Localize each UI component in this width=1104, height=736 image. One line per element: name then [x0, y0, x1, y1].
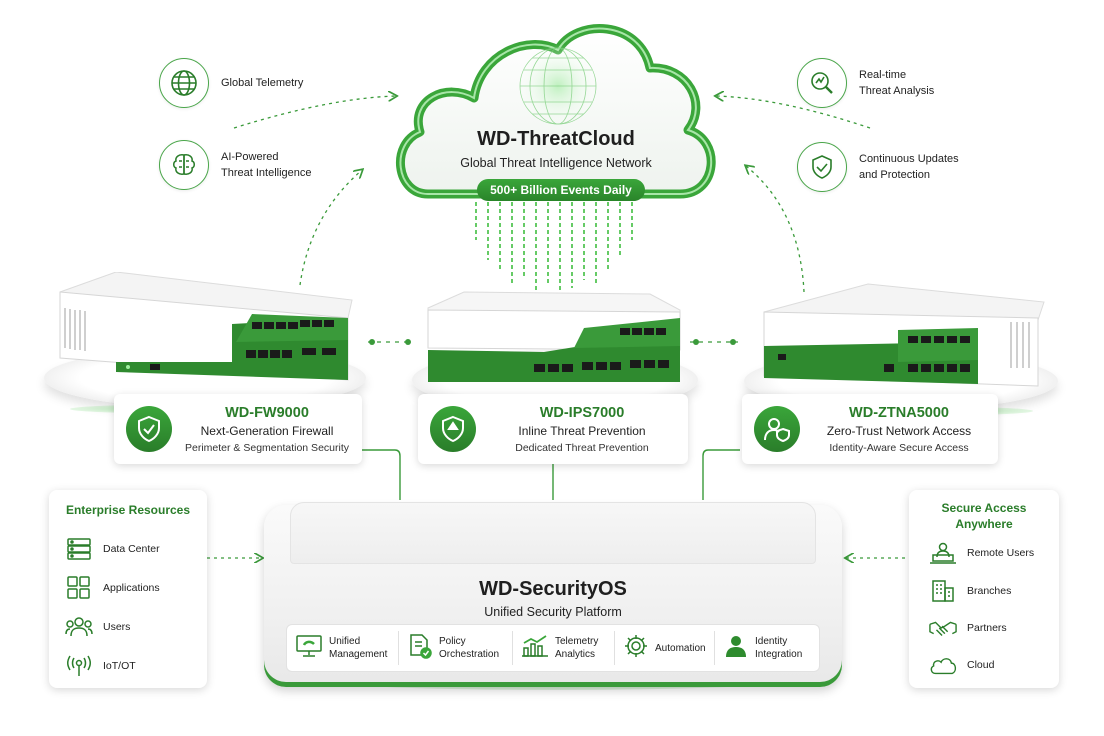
users-icon: [65, 614, 93, 640]
shield-icon: [430, 406, 476, 452]
iot-icon: [65, 653, 93, 679]
module-label: Automation: [655, 642, 706, 654]
list-item-label: Remote Users: [967, 547, 1035, 559]
brain-icon: [159, 140, 209, 190]
secure-access-panel: Secure Access Anywhere Remote Users Bran…: [909, 490, 1059, 688]
user-shield-icon: [754, 406, 800, 452]
module-identity-integration: Identity Integration: [715, 631, 819, 665]
list-item: Applications: [65, 575, 160, 601]
module-label: Identity Integration: [755, 636, 803, 660]
shield-check-icon: [126, 406, 172, 452]
list-item: Cloud: [929, 652, 994, 678]
bar-chart-icon: [521, 634, 549, 662]
module-unified-management: Unified Management: [287, 631, 399, 665]
platform-top-panel: [290, 502, 816, 564]
module-label: Unified Management: [329, 636, 388, 660]
feature-continuous-updates: Continuous Updates and Protection: [797, 142, 959, 192]
feature-ai-threat-intel: AI-Powered Threat Intelligence: [159, 140, 312, 190]
platform-title: WD-SecurityOS: [479, 578, 627, 600]
list-item-label: Users: [103, 621, 131, 633]
feature-realtime-analysis: Real-time Threat Analysis: [797, 58, 934, 108]
device-role: Next-Generation Firewall: [200, 423, 334, 438]
device-name: WD-ZTNA5000: [849, 404, 949, 421]
module-label: Telemetry Analytics: [555, 636, 599, 660]
server-icon: [65, 536, 93, 562]
device-role: Zero-Trust Network Access: [826, 423, 972, 438]
device-name: WD-IPS7000: [539, 404, 625, 421]
feature-label: Global Telemetry: [221, 77, 304, 89]
device-detail: Dedicated Threat Prevention: [515, 441, 649, 454]
feature-label: AI-Powered Threat Intelligence: [221, 151, 312, 179]
list-item-label: Cloud: [967, 659, 995, 671]
list-item: Remote Users: [929, 540, 1034, 566]
policy-doc-icon: [407, 633, 433, 663]
device-detail: Perimeter & Segmentation Security: [185, 441, 349, 454]
chart-magnifier-icon: [797, 58, 847, 108]
cloud-subtitle: Global Threat Intelligence Network: [460, 156, 652, 170]
ztna-appliance: [763, 283, 1045, 387]
list-item-label: Data Center: [103, 543, 160, 555]
threat-cloud: [395, 24, 716, 199]
list-item-label: Branches: [967, 585, 1012, 597]
firewall-appliance: [59, 272, 353, 381]
module-label: Policy Orchestration: [439, 636, 500, 660]
device-card-ztna5000: WD-ZTNA5000 Zero-Trust Network Access Id…: [742, 394, 998, 464]
module-policy-orchestration: Policy Orchestration: [399, 631, 513, 665]
data-stream-graphic: [475, 202, 633, 292]
device-card-fw9000: WD-FW9000 Next-Generation Firewall Perim…: [114, 394, 362, 464]
building-icon: [929, 578, 957, 604]
device-role: Inline Threat Prevention: [518, 423, 646, 438]
handshake-icon: [929, 615, 957, 641]
laptop-user-icon: [929, 540, 957, 566]
device-card-ips7000: WD-IPS7000 Inline Threat Prevention Dedi…: [418, 394, 688, 464]
list-item-label: IoT/OT: [103, 660, 136, 672]
monitor-icon: [295, 634, 323, 662]
enterprise-resources-panel: Enterprise Resources Data Center Applica…: [49, 490, 207, 688]
shield-refresh-icon: [797, 142, 847, 192]
list-item: Partners: [929, 615, 1007, 641]
list-item: Users: [65, 614, 130, 640]
feature-label: Continuous Updates and Protection: [859, 153, 959, 181]
module-automation: Automation: [615, 631, 715, 665]
list-item: Branches: [929, 578, 1011, 604]
cloud-title: WD-ThreatCloud: [477, 128, 635, 150]
events-badge: 500+ Billion Events Daily: [477, 179, 645, 201]
module-telemetry-analytics: Telemetry Analytics: [513, 631, 615, 665]
feature-global-telemetry: Global Telemetry: [159, 58, 303, 108]
panel-title: Secure Access Anywhere: [941, 501, 1027, 531]
ips-appliance: [427, 291, 681, 382]
platform-modules: Unified Management Policy Orchestration …: [286, 624, 820, 672]
device-detail: Identity-Aware Secure Access: [829, 441, 969, 454]
person-icon: [723, 633, 749, 663]
list-item-label: Partners: [967, 622, 1007, 634]
cloud-icon: [929, 652, 957, 678]
panel-title: Enterprise Resources: [65, 503, 191, 517]
feature-label: Real-time Threat Analysis: [859, 69, 935, 97]
list-item-label: Applications: [103, 582, 160, 594]
list-item: Data Center: [65, 536, 160, 562]
platform-subtitle: Unified Security Platform: [484, 605, 622, 619]
list-item: IoT/OT: [65, 653, 136, 679]
device-name: WD-FW9000: [225, 404, 309, 421]
gear-icon: [623, 633, 649, 663]
apps-grid-icon: [65, 575, 93, 601]
globe-icon: [159, 58, 209, 108]
